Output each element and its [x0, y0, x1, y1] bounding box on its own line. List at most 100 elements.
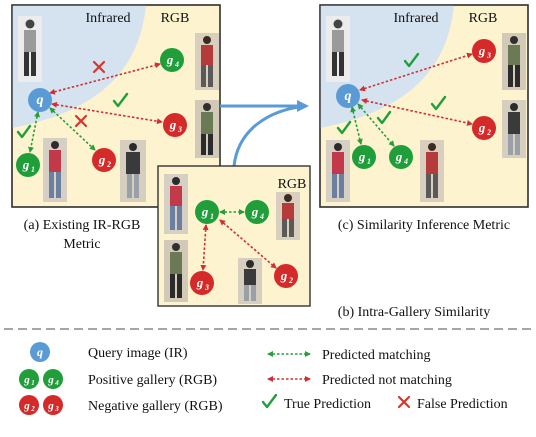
legend-not-matching-label: Predicted not matching [322, 373, 452, 388]
svg-text:2: 2 [106, 160, 111, 169]
svg-text:2: 2 [288, 276, 293, 285]
svg-text:1: 1 [31, 165, 35, 174]
svg-text:1: 1 [367, 157, 371, 166]
legend-positive-label: Positive gallery (RGB) [88, 373, 217, 388]
arrow-g1-g2-not-matching [219, 219, 277, 269]
negative-node-g2: g 2 [274, 264, 298, 288]
positive-node-g4: g 4 [389, 145, 413, 169]
svg-text:3: 3 [204, 283, 209, 292]
check-mark-icon [403, 52, 420, 68]
check-mark-icon [430, 95, 447, 111]
positive-node-g1: g 1 [352, 145, 376, 169]
rgb-person-photo-g2 [120, 140, 146, 202]
panel-c: Infrared RGB [319, 4, 529, 208]
panel-a-caption-line1: (a) Existing IR-RGB [24, 218, 141, 233]
legend: q Query image (IR) g 1 g 4 Positive gall… [19, 342, 508, 415]
positive-node-g4: g 4 [245, 200, 269, 224]
arrow-q-g3-not-matching [359, 52, 473, 92]
panel-a: Infrared RGB [11, 4, 221, 208]
cross-mark-icon [92, 60, 106, 74]
svg-text:g: g [478, 43, 486, 58]
rgb-person-photo-g3 [195, 100, 219, 158]
panel-b-caption: (b) Intra-Gallery Similarity [338, 305, 490, 320]
positive-node-g4: g 4 [160, 48, 184, 72]
svg-text:q: q [37, 345, 43, 359]
negative-node-g2: g 2 [92, 148, 116, 172]
svg-text:4: 4 [259, 212, 264, 221]
svg-text:g: g [166, 52, 174, 67]
svg-text:4: 4 [54, 379, 59, 387]
arrow-q-g4-not-matching [49, 62, 161, 95]
panel-c-caption: (c) Similarity Inference Metric [338, 218, 510, 233]
svg-text:q: q [345, 89, 352, 104]
svg-text:1: 1 [31, 379, 35, 387]
svg-text:g: g [358, 149, 366, 164]
panel-b: RGB [157, 165, 311, 307]
svg-text:2: 2 [30, 405, 35, 413]
svg-text:g: g [280, 268, 288, 283]
svg-text:g: g [201, 204, 209, 219]
negative-node-g2: g 2 [472, 116, 496, 140]
rgb-person-photo-g4 [420, 140, 444, 202]
infrared-label: Infrared [393, 11, 438, 26]
infrared-label: Infrared [85, 11, 130, 26]
flow-arrow-b-to-c [232, 104, 307, 167]
negative-node-g3: g 3 [472, 39, 496, 63]
svg-text:q: q [37, 93, 44, 108]
positive-node-g1: g 1 [195, 200, 219, 224]
rgb-label: RGB [469, 11, 498, 26]
check-mark-icon [376, 110, 392, 125]
svg-text:3: 3 [54, 405, 59, 413]
ir-person-photo [18, 16, 42, 82]
svg-text:g: g [47, 400, 54, 412]
arrow-q-g4-matching [357, 103, 395, 147]
legend-negative-g2: g 2 [19, 395, 39, 415]
rgb-person-photo-g1 [326, 140, 350, 202]
arrow-q-g1-matching [28, 111, 40, 153]
check-mark-icon [112, 92, 129, 108]
legend-negative-g3: g 3 [43, 395, 63, 415]
check-mark-icon [261, 393, 278, 409]
svg-text:g: g [47, 374, 54, 386]
svg-text:3: 3 [177, 125, 182, 134]
rgb-person-photo-g4 [276, 192, 300, 240]
legend-false-label: False Prediction [417, 397, 508, 412]
negative-node-g3: g 3 [190, 271, 214, 295]
legend-positive-g4: g 4 [43, 369, 63, 389]
ir-person-photo [326, 16, 350, 82]
query-node: q [336, 84, 360, 108]
cross-mark-icon [397, 395, 411, 409]
svg-text:g: g [23, 374, 30, 386]
rgb-person-photo-g1 [43, 138, 67, 202]
rgb-person-photo-g3 [502, 33, 526, 90]
svg-text:g: g [98, 152, 106, 167]
check-mark-icon [336, 120, 352, 135]
legend-query-label: Query image (IR) [88, 346, 188, 361]
svg-text:g: g [169, 117, 177, 132]
positive-node-g1: g 1 [16, 153, 40, 177]
arrow-q-g2-matching [49, 107, 96, 151]
negative-node-g3: g 3 [163, 113, 187, 137]
rgb-label: RGB [161, 11, 190, 26]
arrow-q-g3-not-matching [51, 101, 163, 125]
svg-text:4: 4 [403, 157, 408, 166]
rgb-person-photo-g1 [164, 174, 188, 234]
rgb-person-photo-g3 [164, 240, 188, 302]
legend-query-node: q [30, 342, 50, 362]
query-node: q [28, 88, 52, 112]
svg-text:g: g [22, 157, 30, 172]
svg-text:1: 1 [210, 212, 214, 221]
svg-text:g: g [196, 275, 204, 290]
rgb-person-photo-g2 [502, 100, 526, 158]
svg-text:3: 3 [486, 51, 491, 60]
rgb-label: RGB [278, 177, 307, 192]
check-mark-icon [16, 124, 32, 139]
legend-positive-g1: g 1 [19, 369, 39, 389]
svg-text:g: g [478, 120, 486, 135]
svg-text:2: 2 [486, 128, 491, 137]
svg-text:g: g [23, 400, 30, 412]
rgb-person-photo-g2 [238, 258, 262, 304]
rgb-person-photo-g4 [195, 33, 219, 90]
svg-text:g: g [251, 204, 259, 219]
